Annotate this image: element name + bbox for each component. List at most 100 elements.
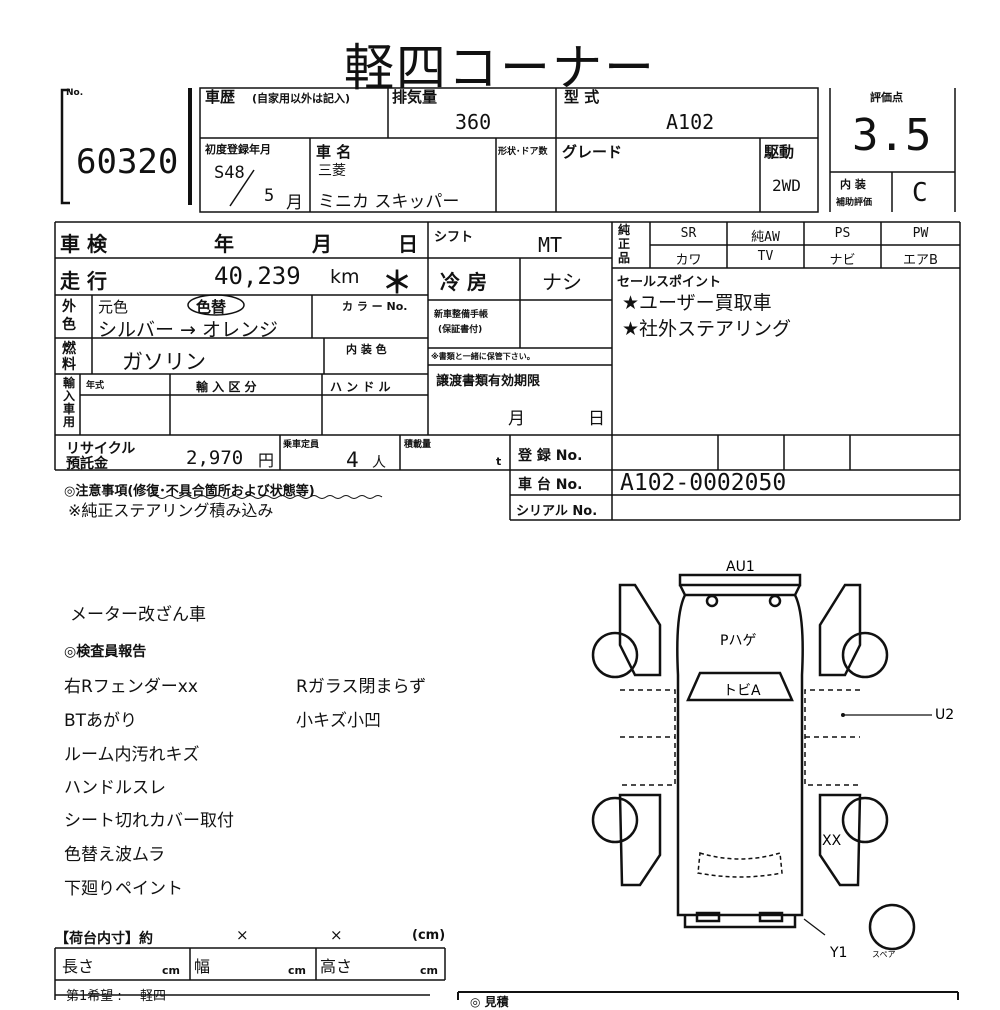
car-maker: 三菱: [318, 163, 346, 179]
shaken-day: 日: [398, 232, 418, 256]
inspector-item-6: 色替え波ムラ: [64, 845, 166, 865]
car-name-label: 車 名: [316, 143, 352, 161]
load-label: 積載量: [404, 440, 432, 450]
recycle-value: 2,970: [186, 447, 244, 469]
drive-label: 駆動: [764, 143, 795, 161]
color-label: 外色: [62, 299, 76, 333]
transfer-label: 譲渡書類有効期限: [436, 374, 541, 389]
notes-label: ◎注意事項(修復･不具合箇所および状態等): [64, 484, 315, 499]
sales-points-label: セールスポイント: [617, 275, 722, 290]
diagram-au1: AU1: [726, 559, 755, 575]
recycle-unit: 円: [258, 451, 275, 470]
interior-value: C: [912, 178, 928, 208]
drive-value: 2WD: [772, 176, 801, 195]
import-label: 輸入車用: [63, 376, 76, 429]
cargo-width-unit: cm: [288, 964, 306, 977]
inspector-item-2: BTあがり: [64, 711, 138, 731]
cargo-x1: ×: [236, 926, 249, 944]
model-code-value: A102: [666, 110, 715, 134]
capacity-label: 乗車定員: [283, 440, 320, 450]
first-reg-month: 5: [264, 186, 275, 206]
color-orig-label: 元色: [98, 298, 129, 316]
genuine-aw: 純AW: [751, 230, 780, 245]
interior-sub-label: 補助評価: [836, 198, 873, 208]
genuine-pw: PW: [912, 226, 929, 241]
shaken-label: 車 検: [60, 232, 107, 256]
wish-value: 軽四: [140, 989, 167, 1004]
mileage-label: 走 行: [60, 269, 107, 293]
inspector-item-4: ハンドルスレ: [64, 778, 166, 798]
fuel-value: ガソリン: [122, 350, 206, 374]
capacity-unit: 人: [372, 455, 386, 471]
genuine-ps: PS: [834, 226, 851, 241]
cargo-unit: (cm): [412, 928, 446, 943]
first-reg-month-unit: 月: [286, 193, 303, 213]
mileage-mark: ＊: [382, 266, 412, 301]
color-value: シルバー → オレンジ: [98, 319, 278, 341]
diagram-spare: スペア: [872, 950, 895, 959]
warranty-line1: 新車整備手帳: [434, 310, 489, 320]
car-name: ミニカ スキッパー: [318, 192, 460, 212]
transfer-month: 月: [508, 409, 525, 429]
cargo-label: 【荷台内寸】約: [55, 931, 153, 947]
reg-no-label: 登 録 No.: [518, 448, 583, 464]
shift-value: MT: [538, 233, 563, 257]
chassis-label: 車 台 No.: [518, 477, 583, 493]
ac-value: ナシ: [542, 270, 582, 294]
model-code-label: 型 式: [564, 88, 600, 106]
import-class-label: 輸 入 区 分: [196, 380, 257, 394]
inspector-item-3: ルーム内汚れキズ: [64, 745, 200, 765]
inspector-item-9: 小キズ小凹: [296, 711, 381, 731]
shaken-year: 年: [214, 232, 234, 256]
history-label: 車歴: [205, 88, 236, 106]
genuine-navi: ナビ: [829, 253, 856, 268]
genuine-sr: SR: [680, 226, 697, 241]
first-reg-slash: [229, 169, 255, 207]
ac-label: 冷 房: [440, 270, 487, 294]
transfer-day: 日: [588, 409, 605, 429]
cargo-height-unit: cm: [420, 964, 438, 977]
estimate-label: ◎ 見積: [470, 995, 509, 1009]
wish-label: 第1希望 :: [66, 989, 122, 1004]
diagram-u2: U2: [935, 707, 954, 723]
recycle-label-2: 預託金: [66, 456, 108, 472]
chassis-value: A102-0002050: [620, 470, 787, 496]
load-unit: t: [496, 455, 502, 468]
recycle-label-1: リサイクル: [66, 441, 136, 457]
cargo-length-label: 長さ: [62, 957, 95, 976]
inspector-label: ◎検査員報告: [64, 644, 147, 660]
warranty-note: ※書類と一緒に保管下さい。: [431, 352, 535, 361]
score-value: 3.5: [852, 110, 932, 161]
sales-point-2: ★社外ステアリング: [622, 318, 792, 340]
cargo-length-unit: cm: [162, 964, 180, 977]
mileage-value: 40,239: [214, 262, 301, 290]
notes-text: ※純正ステアリング積み込み: [68, 501, 274, 520]
inspector-item-1: 右Rフェンダーxx: [64, 677, 198, 697]
history-note: (自家用以外は記入): [252, 92, 351, 105]
diagram-xx: XX: [822, 833, 842, 849]
first-reg-label: 初度登録年月: [205, 143, 271, 156]
genuine-label: 純正品: [618, 223, 631, 265]
meter-note: メーター改ざん車: [70, 605, 206, 625]
shape-doors-label: 形状･ドア数: [498, 147, 548, 157]
inspector-item-8: Rガラス閉まらず: [296, 677, 427, 697]
interior-color-label: 内 装 色: [346, 343, 387, 356]
shift-label: シフト: [434, 230, 474, 245]
genuine-leather: カワ: [675, 253, 702, 268]
interior-label: 内 装: [840, 178, 866, 191]
fuel-label: 燃料: [62, 341, 76, 373]
color-code-label: カ ラ ー No.: [342, 300, 408, 313]
inspector-item-7: 下廻りペイント: [64, 879, 183, 899]
serial-label: シリアル No.: [516, 504, 598, 519]
warranty-line2: (保証書付): [438, 325, 483, 335]
cargo-height-label: 高さ: [320, 957, 353, 976]
diagram-y1: Y1: [829, 945, 847, 961]
mileage-unit: km: [330, 266, 360, 288]
color-changed-label: 色替: [196, 298, 227, 316]
cargo-x2: ×: [330, 926, 343, 944]
first-reg-year: S48: [214, 163, 245, 183]
import-handle-label: ハ ン ド ル: [330, 380, 391, 394]
genuine-tv: TV: [757, 249, 774, 264]
capacity-value: 4: [346, 448, 359, 472]
